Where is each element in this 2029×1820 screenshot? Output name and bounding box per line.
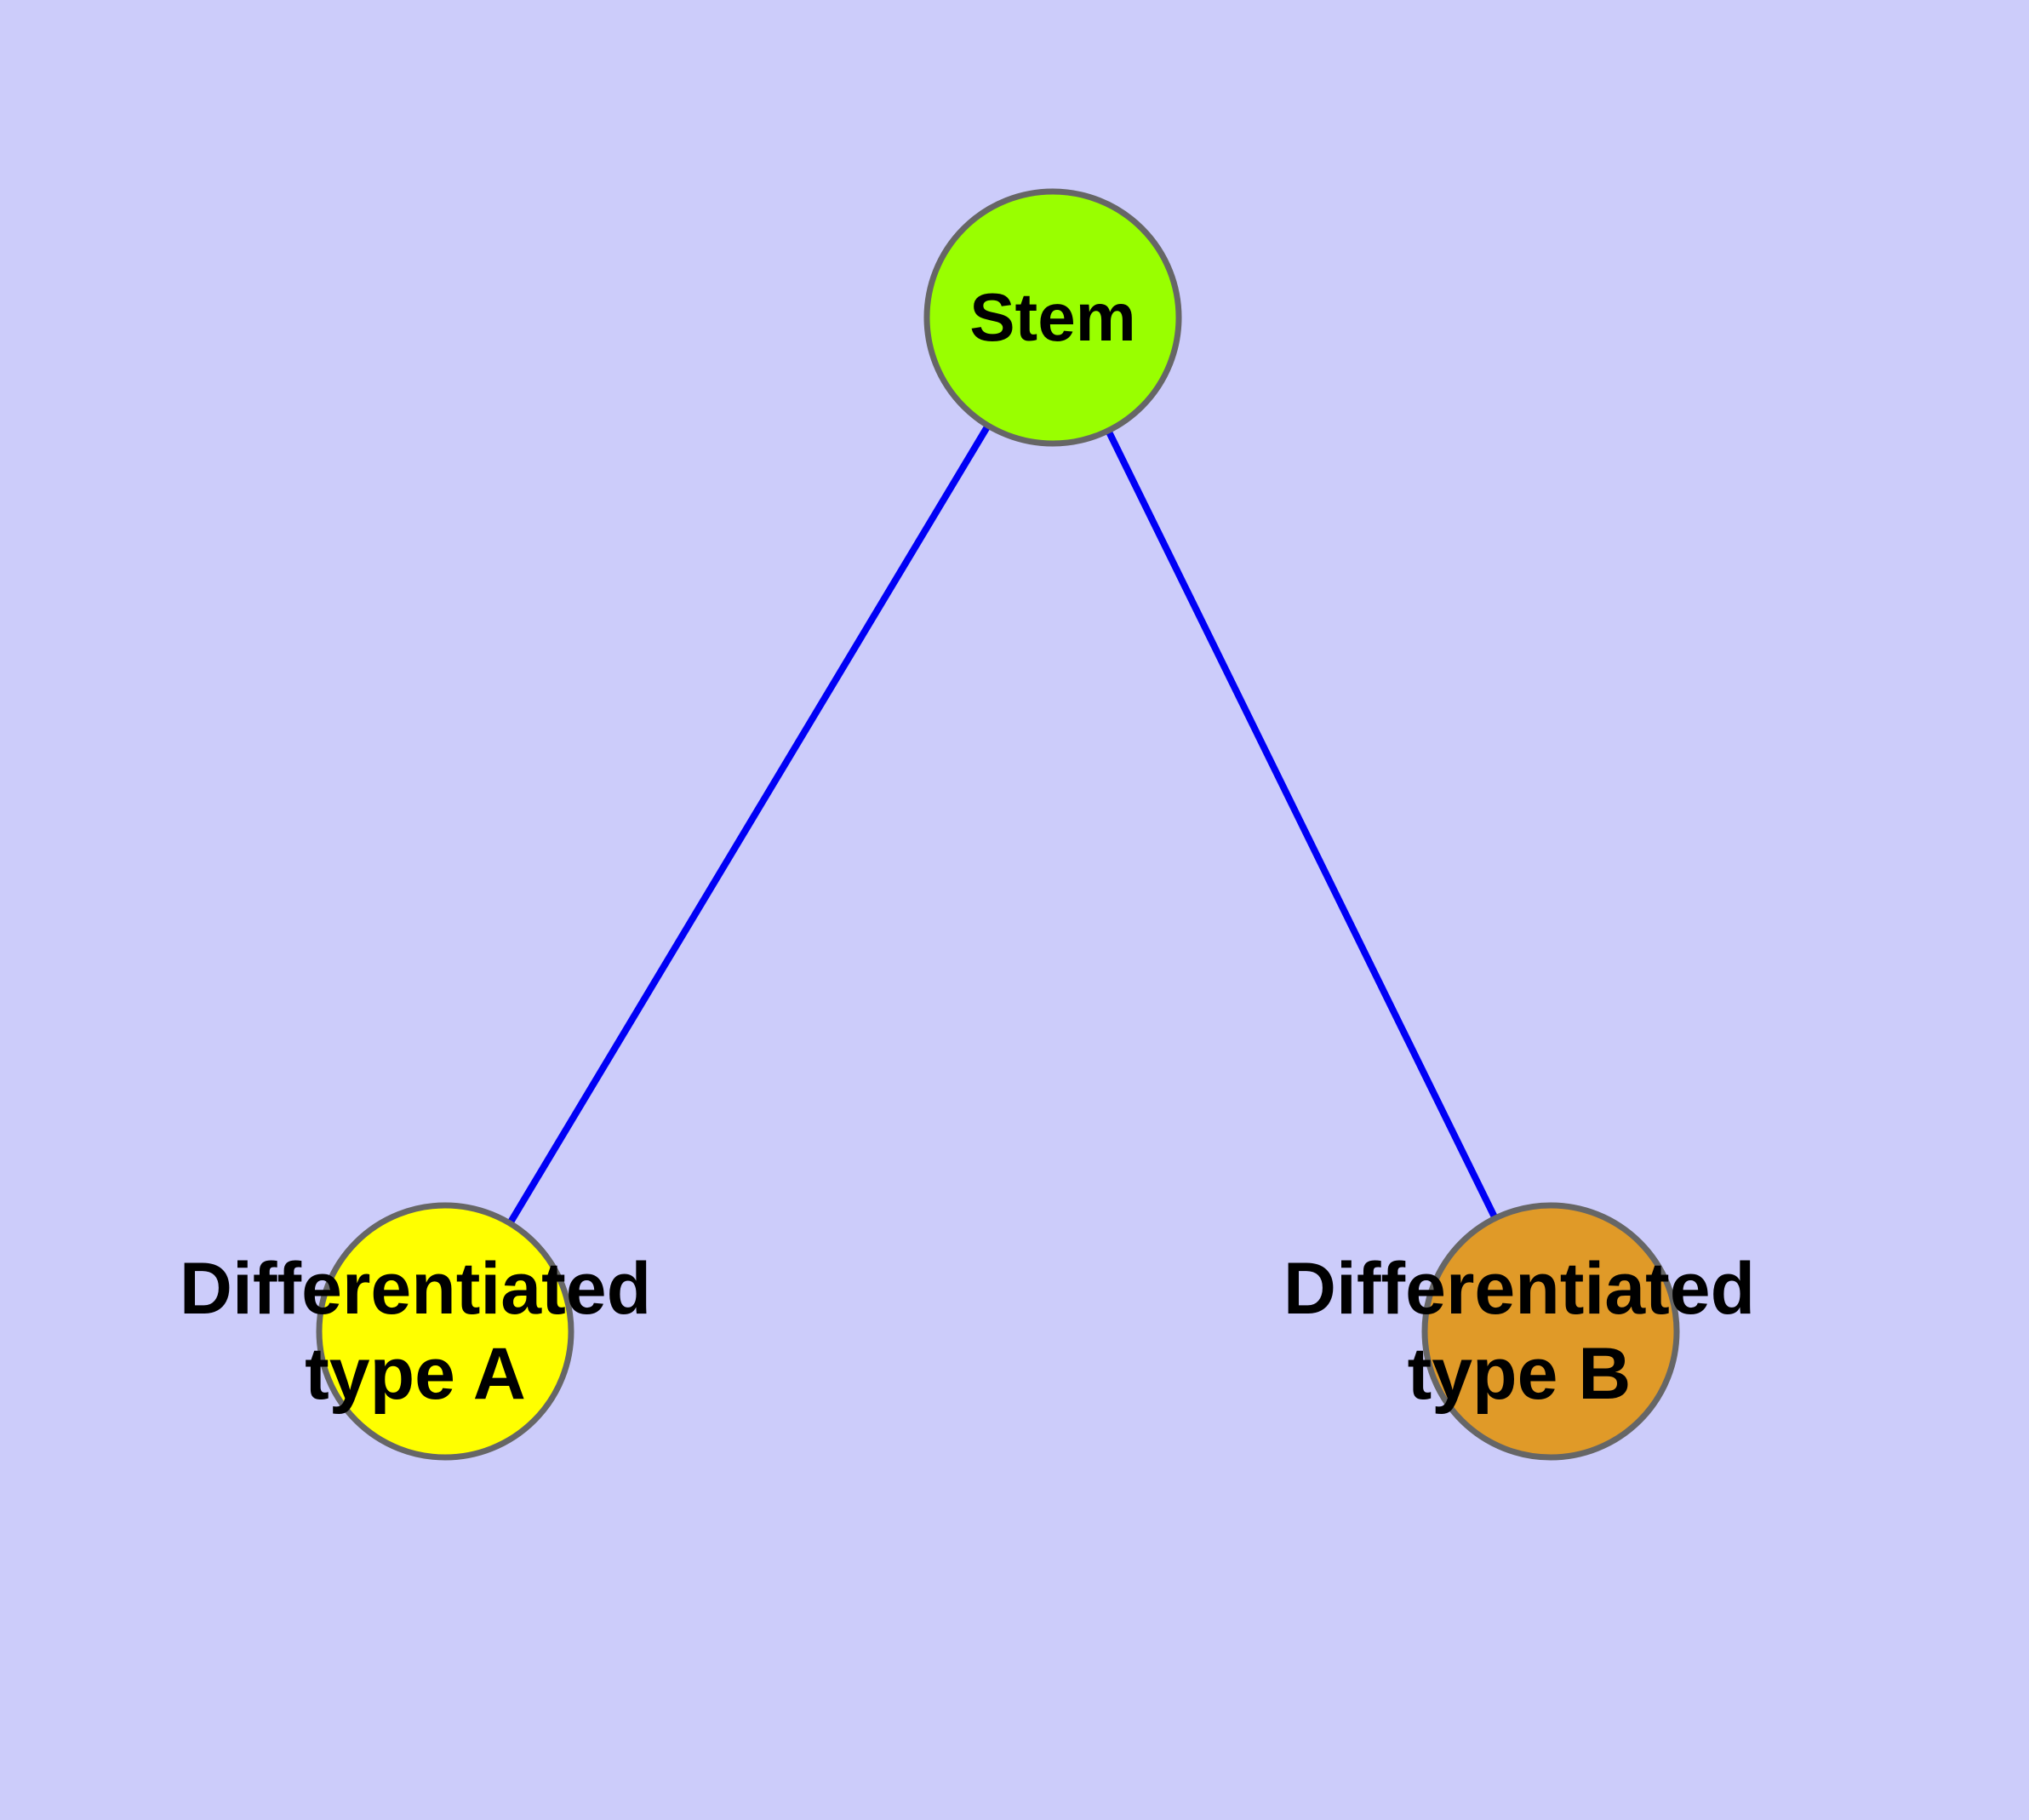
graph-node-label-line: Differentiated (180, 1248, 651, 1330)
graph-node-label-stem: Stem (969, 279, 1136, 355)
graph-node-stem[interactable] (923, 188, 1182, 447)
graph-edge-stem-to-diff-a (506, 422, 992, 1227)
graph-node-label-line: Differentiated (1283, 1248, 1755, 1330)
graph-node-label-line: type B (1408, 1333, 1632, 1415)
graph-node-label-line: type A (305, 1333, 526, 1415)
graph-node-diff-a[interactable] (316, 1202, 574, 1461)
graph-node-diff-b[interactable] (1421, 1202, 1680, 1461)
graph-node-label-line: Stem (969, 279, 1136, 355)
edges-layer (506, 422, 1500, 1227)
nodes-layer (316, 188, 1680, 1461)
graph-edge-stem-to-diff-b (1104, 427, 1500, 1222)
